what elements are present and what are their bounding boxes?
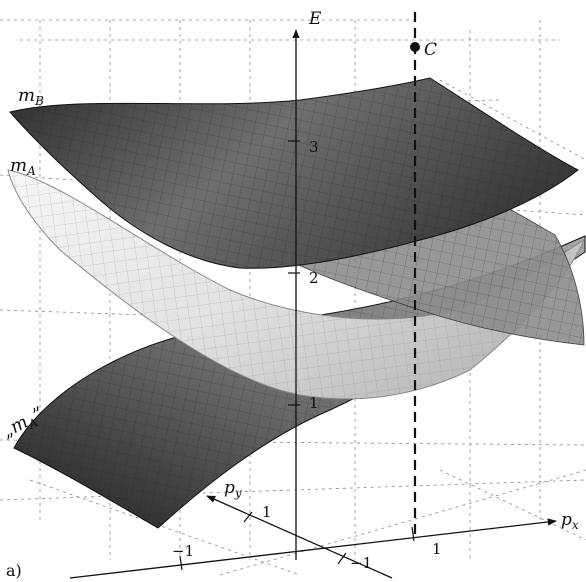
panel-label: a) xyxy=(6,561,22,580)
surface-top-mb xyxy=(9,77,579,269)
axes xyxy=(69,29,557,579)
energy-axis-label: E xyxy=(308,9,322,29)
surface-label-ma-middle: mA xyxy=(10,155,36,178)
px-tick-label-1: 1 xyxy=(432,540,442,558)
energy-tick-label-1: 1 xyxy=(309,394,319,412)
energy-tick-label-2: 2 xyxy=(309,269,319,287)
px-axis-label: px xyxy=(561,510,579,532)
py-tick-1 xyxy=(243,511,253,523)
point-c-marker xyxy=(410,42,420,52)
px-tick-label-minus-1: −1 xyxy=(172,542,194,560)
py-axis-label: py xyxy=(224,478,242,500)
py-tick-label-minus-1: −1 xyxy=(350,554,372,572)
px-tick-1 xyxy=(411,526,415,542)
point-c-label: C xyxy=(424,40,437,60)
py-tick-minus-1 xyxy=(337,552,347,565)
px-axis xyxy=(69,518,557,579)
surface-label-mb: mB xyxy=(18,85,44,108)
px-tick-minus-1 xyxy=(179,555,183,571)
energy-tick-label-3: 3 xyxy=(309,138,319,156)
py-tick-label-1: 1 xyxy=(262,503,272,521)
py-axis xyxy=(206,495,393,579)
